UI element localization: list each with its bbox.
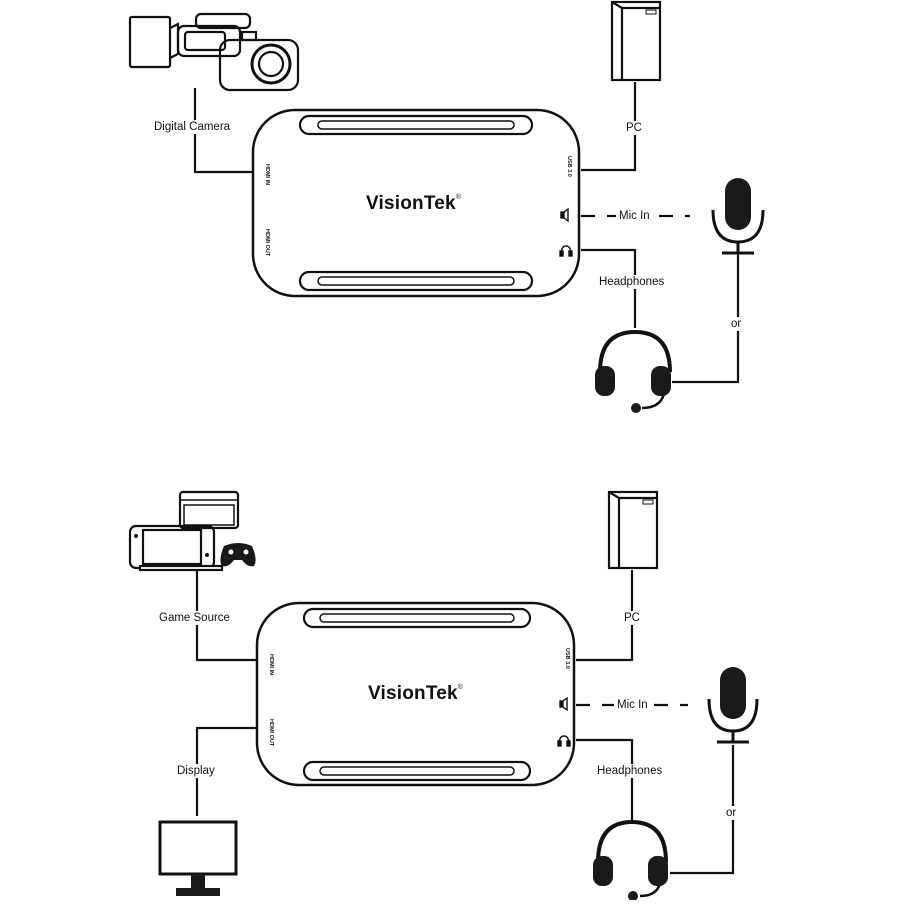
port-hdmi-in-top: HDMI IN xyxy=(264,164,270,186)
brand-logo-bottom: VisionTek® xyxy=(368,683,464,704)
port-hdmi-out-top: HDMI OUT xyxy=(264,229,270,257)
pc-tower-icon xyxy=(610,0,662,82)
label-game-source: Game Source xyxy=(156,611,233,625)
headphone-jack-icon xyxy=(557,735,571,747)
port-hdmi-in-bottom: HDMI IN xyxy=(268,654,274,676)
port-usb-bottom: USB 3.0 xyxy=(564,648,570,669)
label-pc-bottom: PC xyxy=(621,611,643,625)
label-headphones-top: Headphones xyxy=(596,275,668,289)
video-camera-icon xyxy=(128,12,300,92)
headset-icon xyxy=(595,329,672,413)
label-pc-top: PC xyxy=(623,121,645,135)
pc-tower-icon xyxy=(607,490,659,570)
gamepad-icon xyxy=(220,543,256,567)
bottom-capture-device xyxy=(255,601,576,787)
top-diagram xyxy=(128,0,765,413)
label-or-top: or xyxy=(728,317,745,331)
microphone-icon xyxy=(711,178,765,255)
speaker-icon xyxy=(559,696,568,712)
game-console-icon xyxy=(128,490,240,572)
monitor-icon xyxy=(158,820,238,896)
microphone-icon xyxy=(707,667,759,744)
port-hdmi-out-bottom: HDMI OUT xyxy=(268,719,274,747)
headset-icon xyxy=(593,819,668,901)
port-usb-top: USB 3.0 xyxy=(566,156,572,177)
headphone-jack-icon xyxy=(559,245,573,257)
top-capture-device xyxy=(251,108,581,298)
label-mic-in-bottom: Mic In xyxy=(614,698,651,712)
label-digital-camera: Digital Camera xyxy=(151,120,234,134)
label-headphones-bottom: Headphones xyxy=(594,764,666,778)
label-mic-in-top: Mic In xyxy=(616,209,653,223)
speaker-icon xyxy=(560,207,569,223)
brand-logo-top: VisionTek® xyxy=(366,193,462,214)
label-display: Display xyxy=(174,764,218,778)
label-or-bottom: or xyxy=(723,806,740,820)
